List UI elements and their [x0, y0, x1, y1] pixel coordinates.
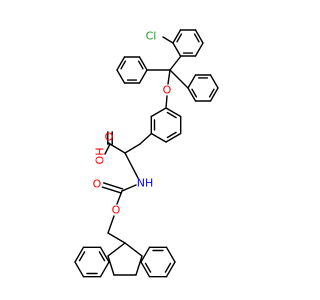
chlorophenyl-ring-bond: [194, 42, 204, 57]
chlorophenyl-ring-bond: [172, 42, 182, 57]
fluorene-right-ring-bond: [165, 261, 176, 278]
ring-to-ch2-bond: [139, 133, 152, 145]
tyrosine-phenyl-ring-bond: [150, 132, 167, 143]
fluorene-left-ring-bond: [74, 246, 85, 263]
carbamate-ester-oxygen-label: O: [112, 204, 121, 217]
fluorene-right-ring-bond-inner: [164, 262, 172, 273]
fluorene-left-ring-bond: [74, 261, 85, 278]
carboxyl-coh-bond: [104, 143, 111, 155]
c-cl-bond: [162, 36, 174, 44]
chlorophenyl-ring-bond-inner: [176, 33, 183, 43]
chlorophenyl-ring-bond: [172, 29, 182, 44]
tyrosine-phenyl-ring-bond-inner: [166, 111, 177, 119]
left-phenyl-ring-bond: [138, 56, 148, 71]
nh-label: NH: [137, 177, 154, 190]
trityl-to-right-phenyl-bond: [169, 69, 189, 89]
right-phenyl-ring-bond: [209, 87, 219, 102]
fluorene-right-ring-bond-inner: [144, 262, 152, 273]
left-phenyl-ring-bond-inner: [137, 60, 144, 70]
left-phenyl-ring-bond: [116, 69, 126, 84]
fluorene-left-ring-bond-inner: [98, 251, 106, 262]
ether-oxygen-to-ring-bond: [165, 95, 168, 109]
left-phenyl-ring-bond-inner: [120, 60, 127, 70]
fluorene-five-ring-bond: [107, 242, 126, 257]
chlorine-label: Cl: [146, 30, 157, 43]
chemical-structure-diagram: Cl O O OH NH O O: [74, 29, 219, 278]
fluorene-right-ring-bond: [140, 246, 151, 263]
trityl-to-ether-oxygen-bond: [167, 69, 171, 85]
ch2-to-fluorene-bond: [107, 232, 126, 244]
hydroxyl-label: OH: [94, 148, 107, 165]
fluorene-right-ring-bond: [165, 246, 176, 263]
left-phenyl-ring-bond: [138, 69, 148, 84]
left-phenyl-ring-bond: [116, 56, 126, 71]
carbamate-double-bond: [102, 182, 124, 190]
nh-to-carbamate-bond: [121, 184, 137, 192]
structure-canvas: Cl O O OH NH O O: [74, 29, 219, 278]
alpha-to-nh-bond: [124, 152, 139, 179]
fluorene-five-ring-bond: [135, 255, 143, 276]
fluorene-five-ring-bond: [124, 242, 143, 257]
right-phenyl-ring-bond: [187, 74, 197, 89]
ester-oxygen-to-ch2-bond: [107, 215, 115, 234]
ch2-to-alpha-bond: [124, 143, 141, 154]
alpha-to-carboxyl-bond: [109, 143, 126, 154]
tyrosine-phenyl-ring-bond: [150, 107, 167, 118]
tyrosine-phenyl-ring-bond: [165, 107, 182, 118]
fluorene-left-ring-bond: [99, 261, 110, 278]
trityl-to-chlorophenyl-bond: [169, 55, 182, 71]
right-phenyl-ring-bond: [209, 74, 219, 89]
fluorene-five-ring-bond: [107, 255, 115, 276]
chlorophenyl-ring-bond: [194, 29, 204, 44]
fluorene-left-ring-bond: [99, 246, 110, 263]
right-phenyl-ring-bond-inner: [208, 88, 215, 98]
right-phenyl-ring-bond: [187, 87, 197, 102]
carbamate-to-ester-oxygen-bond: [116, 190, 123, 205]
fluorene-right-ring-bond: [140, 261, 151, 278]
fluorene-left-ring-bond-inner: [78, 251, 86, 262]
ether-oxygen-label: O: [163, 84, 172, 97]
chlorophenyl-ring-bond-inner: [193, 33, 200, 43]
acid-carbonyl-oxygen-label: O: [105, 131, 114, 144]
atom-label-layer: Cl O O OH NH O O: [93, 30, 172, 217]
tyrosine-phenyl-ring-bond: [165, 132, 182, 143]
carbamate-carbonyl-oxygen-label: O: [93, 178, 102, 191]
tyrosine-phenyl-ring-bond-inner: [166, 131, 177, 139]
carbamate-double-bond: [101, 186, 123, 194]
bond-layer: [74, 29, 219, 278]
right-phenyl-ring-bond-inner: [191, 88, 198, 98]
